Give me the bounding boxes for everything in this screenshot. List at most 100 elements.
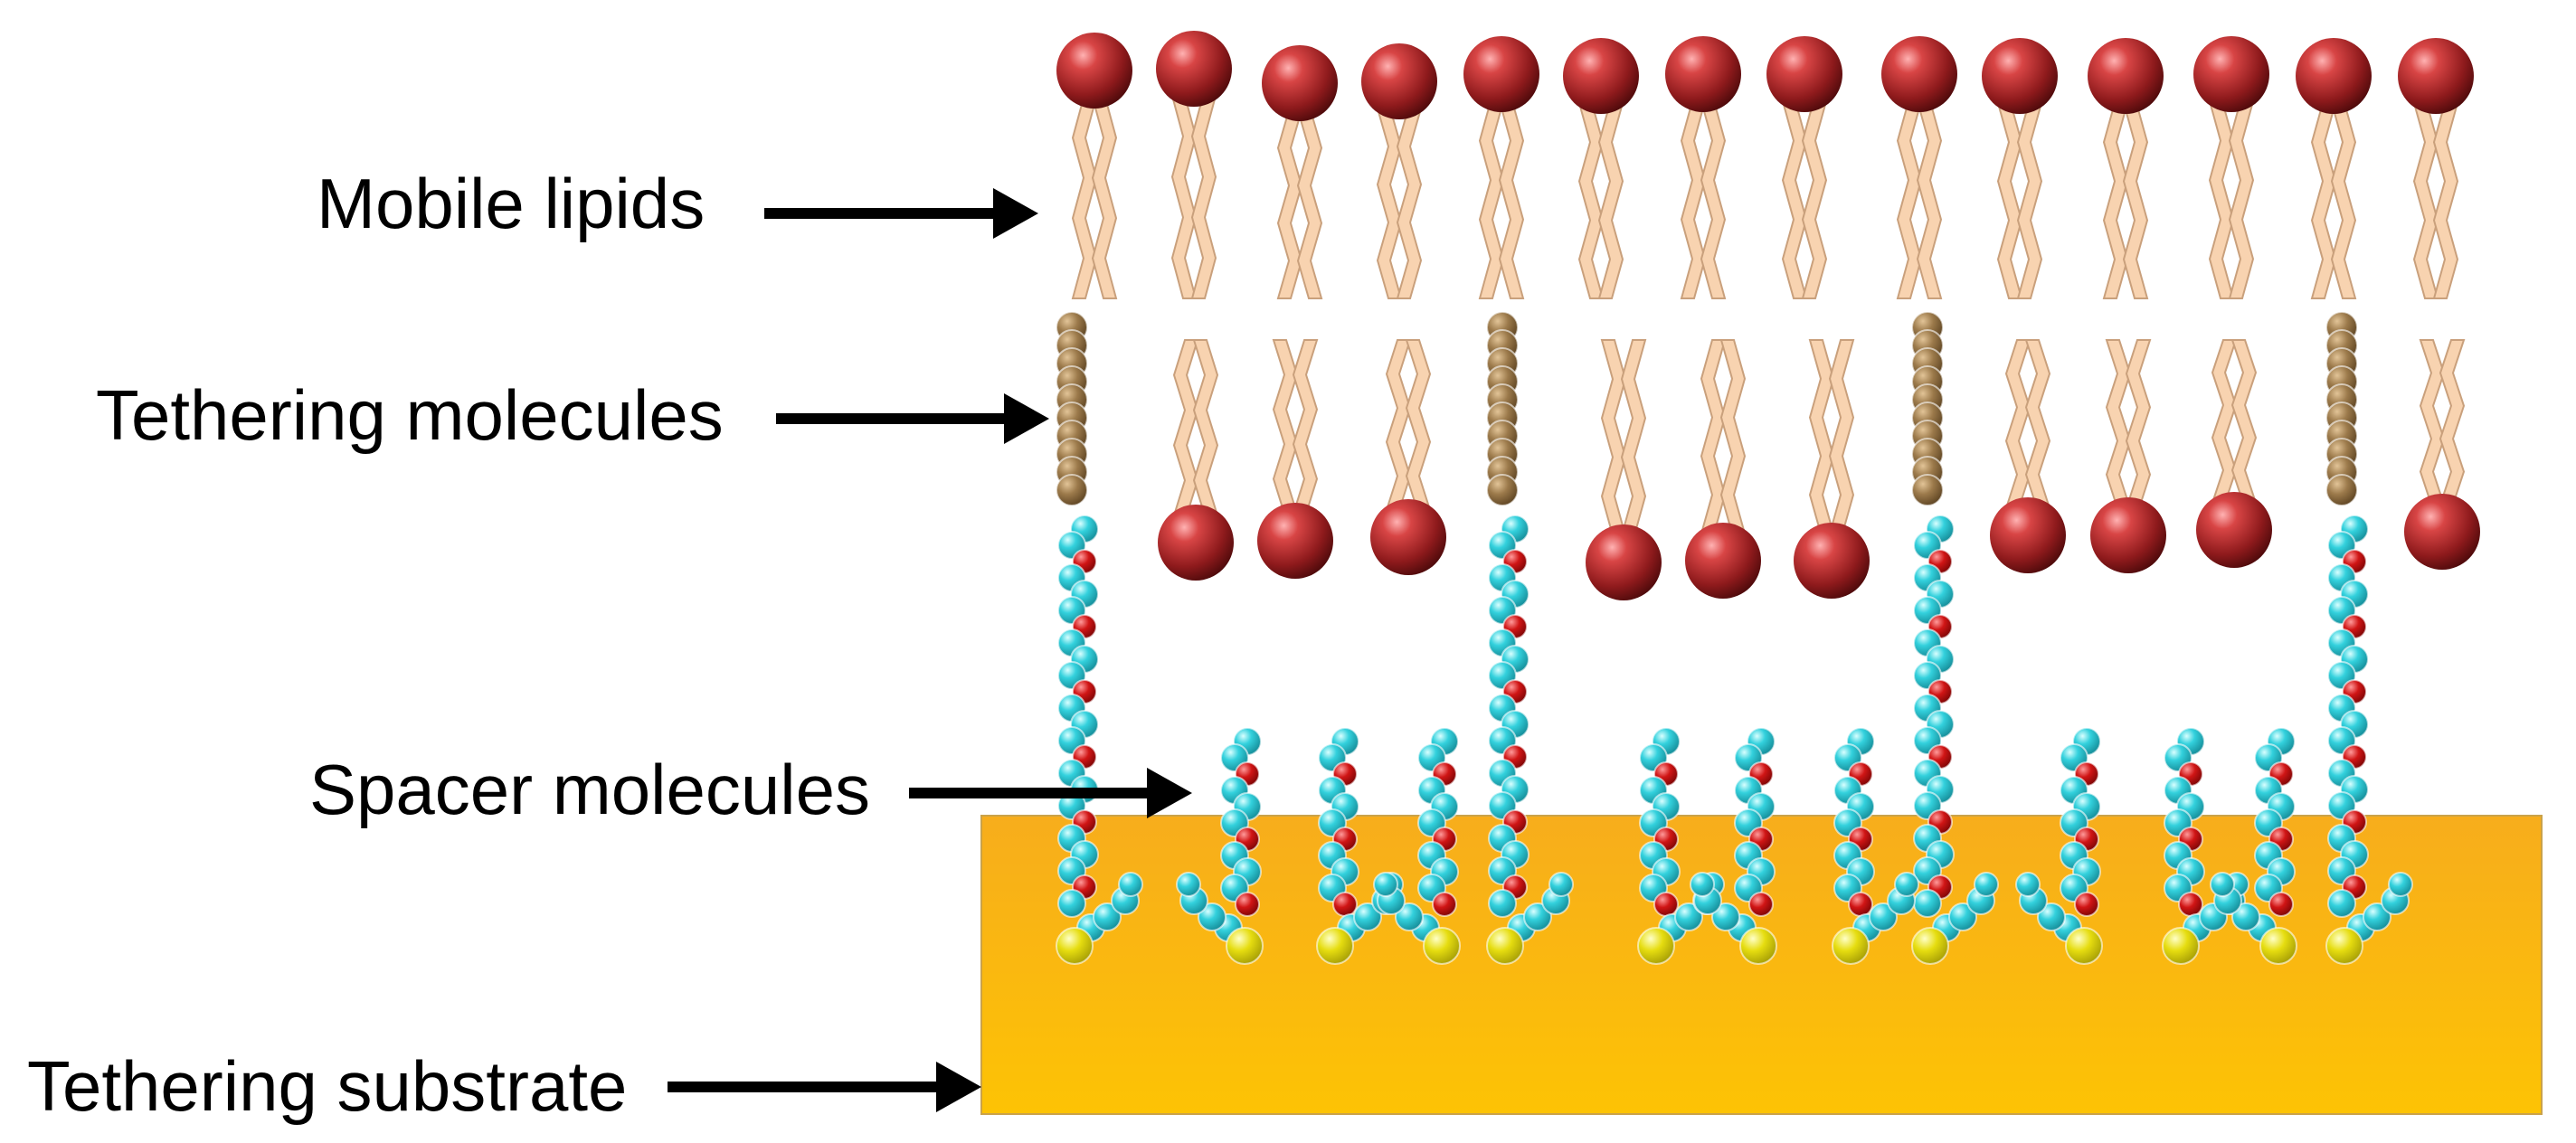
lipid-tail-chain <box>2122 102 2149 299</box>
label-mobile-lipids: Mobile lipids <box>317 164 706 243</box>
lower-lipid <box>1257 339 1333 579</box>
lipid-head <box>2398 38 2474 114</box>
lipid-tail-chain <box>2125 339 2152 509</box>
sulfur-atom <box>2325 927 2363 965</box>
lower-lipid <box>2404 339 2480 570</box>
upper-lipid <box>1156 31 1232 299</box>
lipid-tail-chain <box>1577 102 1605 299</box>
lipid-tail-chain <box>2004 339 2031 509</box>
lower-lipid <box>1158 339 1234 581</box>
spacer-molecule <box>2162 727 2249 965</box>
sulfur-atom <box>1637 927 1675 965</box>
arrow-mobile-lipids <box>764 188 1038 239</box>
arrow-head <box>1004 393 1049 444</box>
sulfur-atom <box>1739 927 1777 965</box>
lipid-tail <box>2102 102 2149 299</box>
tether-head-atom <box>1486 474 1519 506</box>
lipid-head <box>1463 36 1539 112</box>
lipid-head <box>2296 38 2372 114</box>
lipid-head <box>1370 499 1446 575</box>
lipid-tail <box>1272 339 1319 515</box>
lipid-tail-chain <box>1600 339 1627 536</box>
lipid-head <box>2404 494 2480 570</box>
upper-lipid <box>2193 36 2269 299</box>
oxygen-atom <box>1748 892 1774 917</box>
lipid-tail-chain <box>1071 97 1098 299</box>
lipid-tail <box>1996 102 2043 299</box>
upper-lipid <box>2398 38 2474 299</box>
lipid-head <box>1794 523 1870 599</box>
chain-atom <box>2015 872 2041 897</box>
chain-atom <box>1395 902 1424 931</box>
lipid-tail-chain <box>2419 339 2446 505</box>
lipid-head <box>1586 524 1662 600</box>
lipid-head <box>1563 38 1639 114</box>
tethering-molecule <box>2325 311 2413 965</box>
lower-lipid <box>2196 339 2272 568</box>
chain-atom <box>1093 902 1122 931</box>
chain-atom <box>2231 902 2260 931</box>
lipid-tail-chain <box>2310 102 2337 299</box>
arrow-head <box>1147 768 1192 818</box>
sulfur-atom <box>1316 927 1354 965</box>
chain-atom <box>1690 872 1715 897</box>
lipid-tail <box>1172 339 1219 516</box>
tether-head-atom <box>1911 474 1944 506</box>
lipid-tail-chain <box>2211 339 2238 504</box>
lipid-tail <box>1071 97 1118 299</box>
lipid-tail <box>2419 339 2466 505</box>
lipid-tail-chain <box>1620 339 1647 536</box>
lipid-tail-chain <box>1405 339 1432 511</box>
lipid-tail <box>2208 100 2255 299</box>
lipid-head <box>2090 497 2166 573</box>
oxygen-atom <box>1653 892 1679 917</box>
lipid-tail-chain <box>1172 339 1199 516</box>
lipid-tail-chain <box>1498 100 1525 299</box>
chain-atom <box>2210 872 2235 897</box>
lipid-tail-chain <box>2024 339 2051 509</box>
label-tethering-substrate: Tethering substrate <box>27 1046 628 1126</box>
upper-lipid <box>1982 38 2058 299</box>
lipid-head <box>1665 36 1741 112</box>
label-tethering-molecules: Tethering molecules <box>96 375 724 455</box>
chain-atom <box>1488 889 1517 918</box>
oxygen-atom <box>1235 892 1260 917</box>
lipid-head <box>2193 36 2269 112</box>
lipid-head <box>1056 33 1132 109</box>
lipid-tail-chain <box>1170 95 1198 299</box>
chain-atom <box>1523 902 1552 931</box>
lower-lipid <box>1586 339 1662 600</box>
lipid-head <box>1990 497 2066 573</box>
lipid-tail-chain <box>1597 102 1624 299</box>
spacer-molecule <box>1637 727 1725 965</box>
lipid-tail-chain <box>1916 100 1943 299</box>
lipid-head <box>1262 45 1338 121</box>
arrow-head <box>993 188 1038 239</box>
upper-lipid <box>1361 43 1437 299</box>
sulfur-atom <box>1832 927 1870 965</box>
sulfur-atom <box>1226 927 1264 965</box>
lipid-head <box>1881 36 1957 112</box>
chain-atom <box>1176 872 1201 897</box>
spacer-molecule <box>1373 727 1461 965</box>
lipid-tail <box>1700 339 1747 534</box>
lipid-tail-chain <box>1680 100 1707 299</box>
sulfur-atom <box>2065 927 2103 965</box>
tethering-molecule <box>1486 311 1574 965</box>
lipid-tail-chain <box>1192 339 1219 516</box>
arrow-tethering-molecules <box>776 393 1049 444</box>
label-spacer-molecules: Spacer molecules <box>309 750 870 829</box>
arrow-head <box>936 1062 981 1112</box>
lipid-tail <box>1781 100 1828 299</box>
lipid-tail-chain <box>1396 108 1423 299</box>
upper-lipid <box>1563 38 1639 299</box>
upper-lipid <box>1665 36 1741 299</box>
tethering-molecule <box>1056 311 1143 965</box>
tethering-molecule <box>1911 311 1999 965</box>
tether-head-atom <box>2325 474 2358 506</box>
upper-lipid <box>2088 38 2164 299</box>
lipid-tail-chain <box>2208 100 2235 299</box>
arrow-spacer-molecules <box>909 768 1192 818</box>
lipid-tail <box>1478 100 1525 299</box>
